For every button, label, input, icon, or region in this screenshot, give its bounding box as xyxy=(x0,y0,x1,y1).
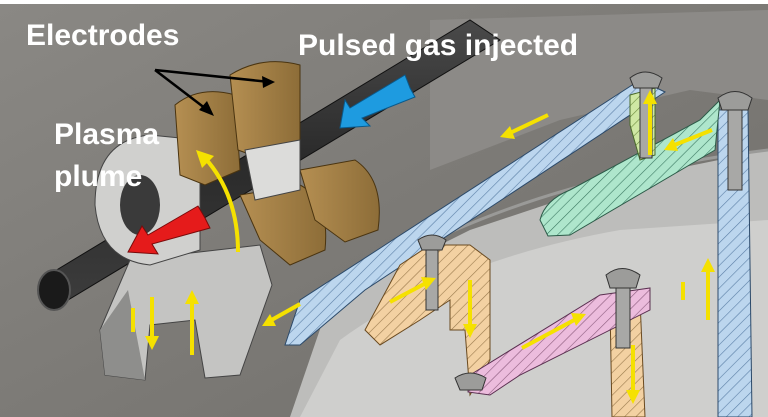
plasma-curve-arrow xyxy=(196,150,240,253)
top-border xyxy=(0,0,768,4)
label-plasma: Plasma xyxy=(54,118,160,151)
electrode-gap-insulator xyxy=(244,139,301,201)
chamber-ring xyxy=(300,220,768,417)
label-pulsed-gas: Pulsed gas injected xyxy=(298,29,579,62)
insulator-block-bottom xyxy=(99,244,273,381)
label-plume: plume xyxy=(54,160,143,193)
screw-top-right xyxy=(717,91,753,191)
pink-hatch-block xyxy=(467,287,651,396)
screw-mid-right xyxy=(605,268,641,349)
electrode-lower-right xyxy=(299,159,380,243)
electrodes-pointer xyxy=(154,68,275,116)
label-electrodes: Electrodes xyxy=(26,19,180,52)
screw-bottom xyxy=(454,372,487,391)
insulator-hole xyxy=(120,175,160,235)
tube-opening xyxy=(37,269,71,311)
blue-hatch-plate xyxy=(284,79,667,346)
plasma-outlet-arrow xyxy=(127,205,211,255)
gas-inlet-arrow xyxy=(339,74,416,129)
flow-arrows xyxy=(131,90,715,404)
insulator-slot xyxy=(100,290,145,380)
electrode-upper-left xyxy=(174,91,241,186)
green-hatch-block xyxy=(539,98,721,237)
